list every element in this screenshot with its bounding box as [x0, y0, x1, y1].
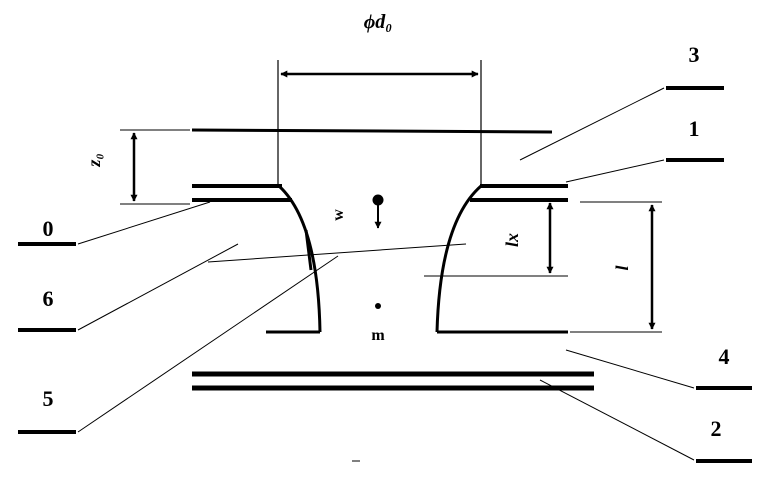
- right-membrane: [435, 184, 482, 333]
- callout-0-label: 0: [43, 216, 54, 241]
- z0-label: z₀: [84, 153, 104, 167]
- mass-m-dot: [375, 303, 381, 309]
- callout-0-leader: [77, 201, 211, 245]
- callout-5-leader: [77, 255, 339, 433]
- callout-2-leader: [539, 379, 695, 461]
- left-membrane-tab: [304, 229, 313, 271]
- mass-w-label: w: [330, 209, 347, 221]
- mass-w-dot: [372, 194, 384, 206]
- callout-3-label: 3: [689, 42, 700, 67]
- callout-1-label: 1: [689, 116, 700, 141]
- callout-6-label: 6: [43, 286, 54, 311]
- callout-3-leader: [519, 87, 665, 161]
- lx-label: lx: [502, 233, 522, 247]
- diameter-label: ϕd₀: [364, 11, 393, 33]
- left-membrane: [277, 184, 322, 333]
- callout-6-cross-leader: [207, 243, 467, 263]
- callout-1-leader: [565, 159, 665, 183]
- callout-5-label: 5: [43, 386, 54, 411]
- l-label: l: [612, 265, 632, 270]
- callout-6-leader: [77, 243, 239, 331]
- callout-4-label: 4: [719, 344, 730, 369]
- callout-4-leader: [565, 349, 695, 389]
- mass-m-label: m: [371, 327, 385, 344]
- top-plate: [191, 128, 553, 134]
- callout-2-label: 2: [711, 416, 722, 441]
